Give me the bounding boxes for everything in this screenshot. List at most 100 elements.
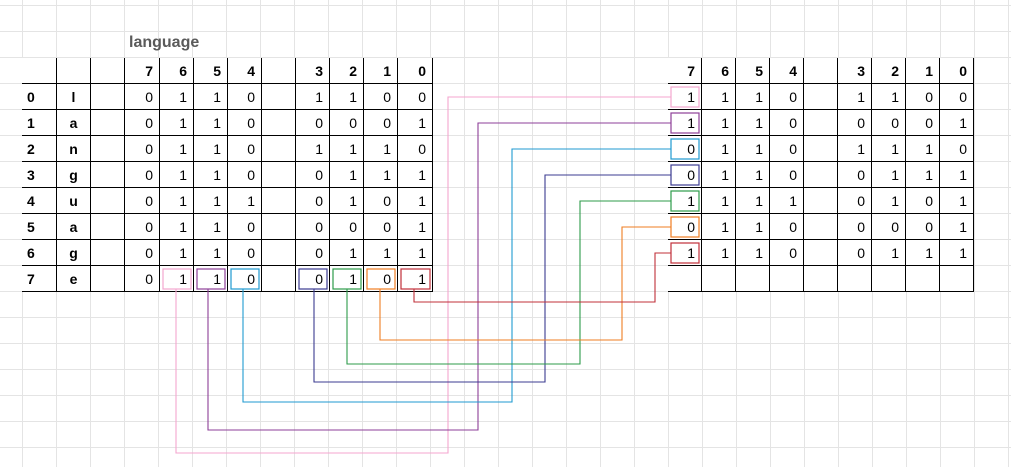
blank-cell (262, 136, 296, 162)
bit-cell: 1 (770, 188, 804, 214)
bit-cell (736, 266, 770, 292)
bit-cell: 1 (194, 136, 228, 162)
bit-cell: 1 (838, 84, 872, 110)
blank-cell (91, 214, 125, 240)
blank-cell (262, 162, 296, 188)
mapping-wire (346, 200, 671, 365)
bit-cell: 1 (364, 136, 398, 162)
bit-cell: 1 (736, 162, 770, 188)
bit-cell: 1 (330, 84, 364, 110)
blank-cell (262, 266, 296, 292)
bit-cell: 1 (736, 110, 770, 136)
row-character: u (57, 188, 91, 214)
bit-cell: 1 (668, 110, 702, 136)
bit-header: 0 (940, 58, 974, 84)
bit-cell: 1 (160, 110, 194, 136)
bit-cell: 0 (668, 136, 702, 162)
bit-cell (906, 266, 940, 292)
blank-cell (804, 136, 838, 162)
bit-cell: 1 (398, 110, 433, 136)
bit-cell: 1 (702, 214, 736, 240)
bit-cell: 1 (398, 162, 433, 188)
source-bit-highlight (332, 268, 362, 290)
bit-cell: 1 (228, 188, 262, 214)
bit-header: 4 (228, 58, 262, 84)
bit-cell: 0 (364, 188, 398, 214)
bit-cell: 0 (770, 84, 804, 110)
mapping-wire (379, 226, 671, 341)
bit-cell (702, 266, 736, 292)
blank-cell (91, 110, 125, 136)
bit-cell (838, 266, 872, 292)
bit-header: 5 (736, 58, 770, 84)
bit-cell: 1 (940, 214, 974, 240)
row-index: 0 (22, 84, 57, 110)
bit-cell: 1 (160, 136, 194, 162)
bit-cell: 0 (770, 162, 804, 188)
bit-cell: 0 (364, 84, 398, 110)
bit-cell: 0 (668, 162, 702, 188)
bit-cell: 1 (194, 84, 228, 110)
bit-cell: 1 (702, 136, 736, 162)
bit-cell: 0 (838, 240, 872, 266)
bit-cell: 0 (940, 84, 974, 110)
bit-cell: 0 (228, 84, 262, 110)
bit-cell: 1 (160, 240, 194, 266)
blank-cell (804, 266, 838, 292)
header-blank-cell (804, 58, 838, 84)
target-bit-highlight (670, 242, 700, 264)
bit-header: 3 (296, 58, 330, 84)
bit-cell: 0 (872, 214, 906, 240)
bit-cell: 0 (872, 110, 906, 136)
bit-cell: 1 (906, 162, 940, 188)
bit-cell: 1 (736, 240, 770, 266)
bit-cell: 1 (160, 188, 194, 214)
bit-cell (872, 266, 906, 292)
bit-cell: 0 (228, 266, 262, 292)
mapping-wire (413, 252, 671, 303)
bit-header: 6 (160, 58, 194, 84)
blank-cell (91, 162, 125, 188)
blank-cell (91, 136, 125, 162)
bit-cell: 0 (770, 110, 804, 136)
row-character: l (57, 84, 91, 110)
bit-cell: 1 (364, 162, 398, 188)
bit-cell: 1 (398, 188, 433, 214)
bit-cell: 1 (940, 240, 974, 266)
blank-cell (91, 84, 125, 110)
bit-cell: 1 (160, 84, 194, 110)
bit-cell: 1 (940, 188, 974, 214)
header-blank-cell (57, 58, 91, 84)
bit-cell: 1 (398, 266, 433, 292)
bit-cell: 1 (194, 162, 228, 188)
bit-cell: 0 (125, 214, 160, 240)
row-index: 7 (22, 266, 57, 292)
row-index: 2 (22, 136, 57, 162)
bit-cell: 0 (228, 240, 262, 266)
bit-cell: 1 (668, 84, 702, 110)
bit-cell (940, 266, 974, 292)
bit-cell: 0 (330, 214, 364, 240)
blank-cell (262, 188, 296, 214)
bit-cell: 0 (940, 136, 974, 162)
target-bit-highlight (670, 86, 700, 108)
bit-cell: 1 (330, 162, 364, 188)
bit-cell: 1 (702, 84, 736, 110)
header-blank-cell (22, 58, 57, 84)
bit-cell: 1 (736, 188, 770, 214)
bit-cell: 1 (194, 266, 228, 292)
blank-cell (804, 214, 838, 240)
bit-cell: 0 (906, 110, 940, 136)
row-character: e (57, 266, 91, 292)
bit-cell: 1 (702, 162, 736, 188)
blank-cell (804, 188, 838, 214)
bit-cell: 1 (160, 162, 194, 188)
bit-header: 2 (330, 58, 364, 84)
bit-cell: 0 (296, 162, 330, 188)
bit-cell: 1 (398, 240, 433, 266)
row-index: 6 (22, 240, 57, 266)
bit-cell: 0 (228, 214, 262, 240)
bit-cell: 1 (330, 136, 364, 162)
target-bit-highlight (670, 138, 700, 160)
